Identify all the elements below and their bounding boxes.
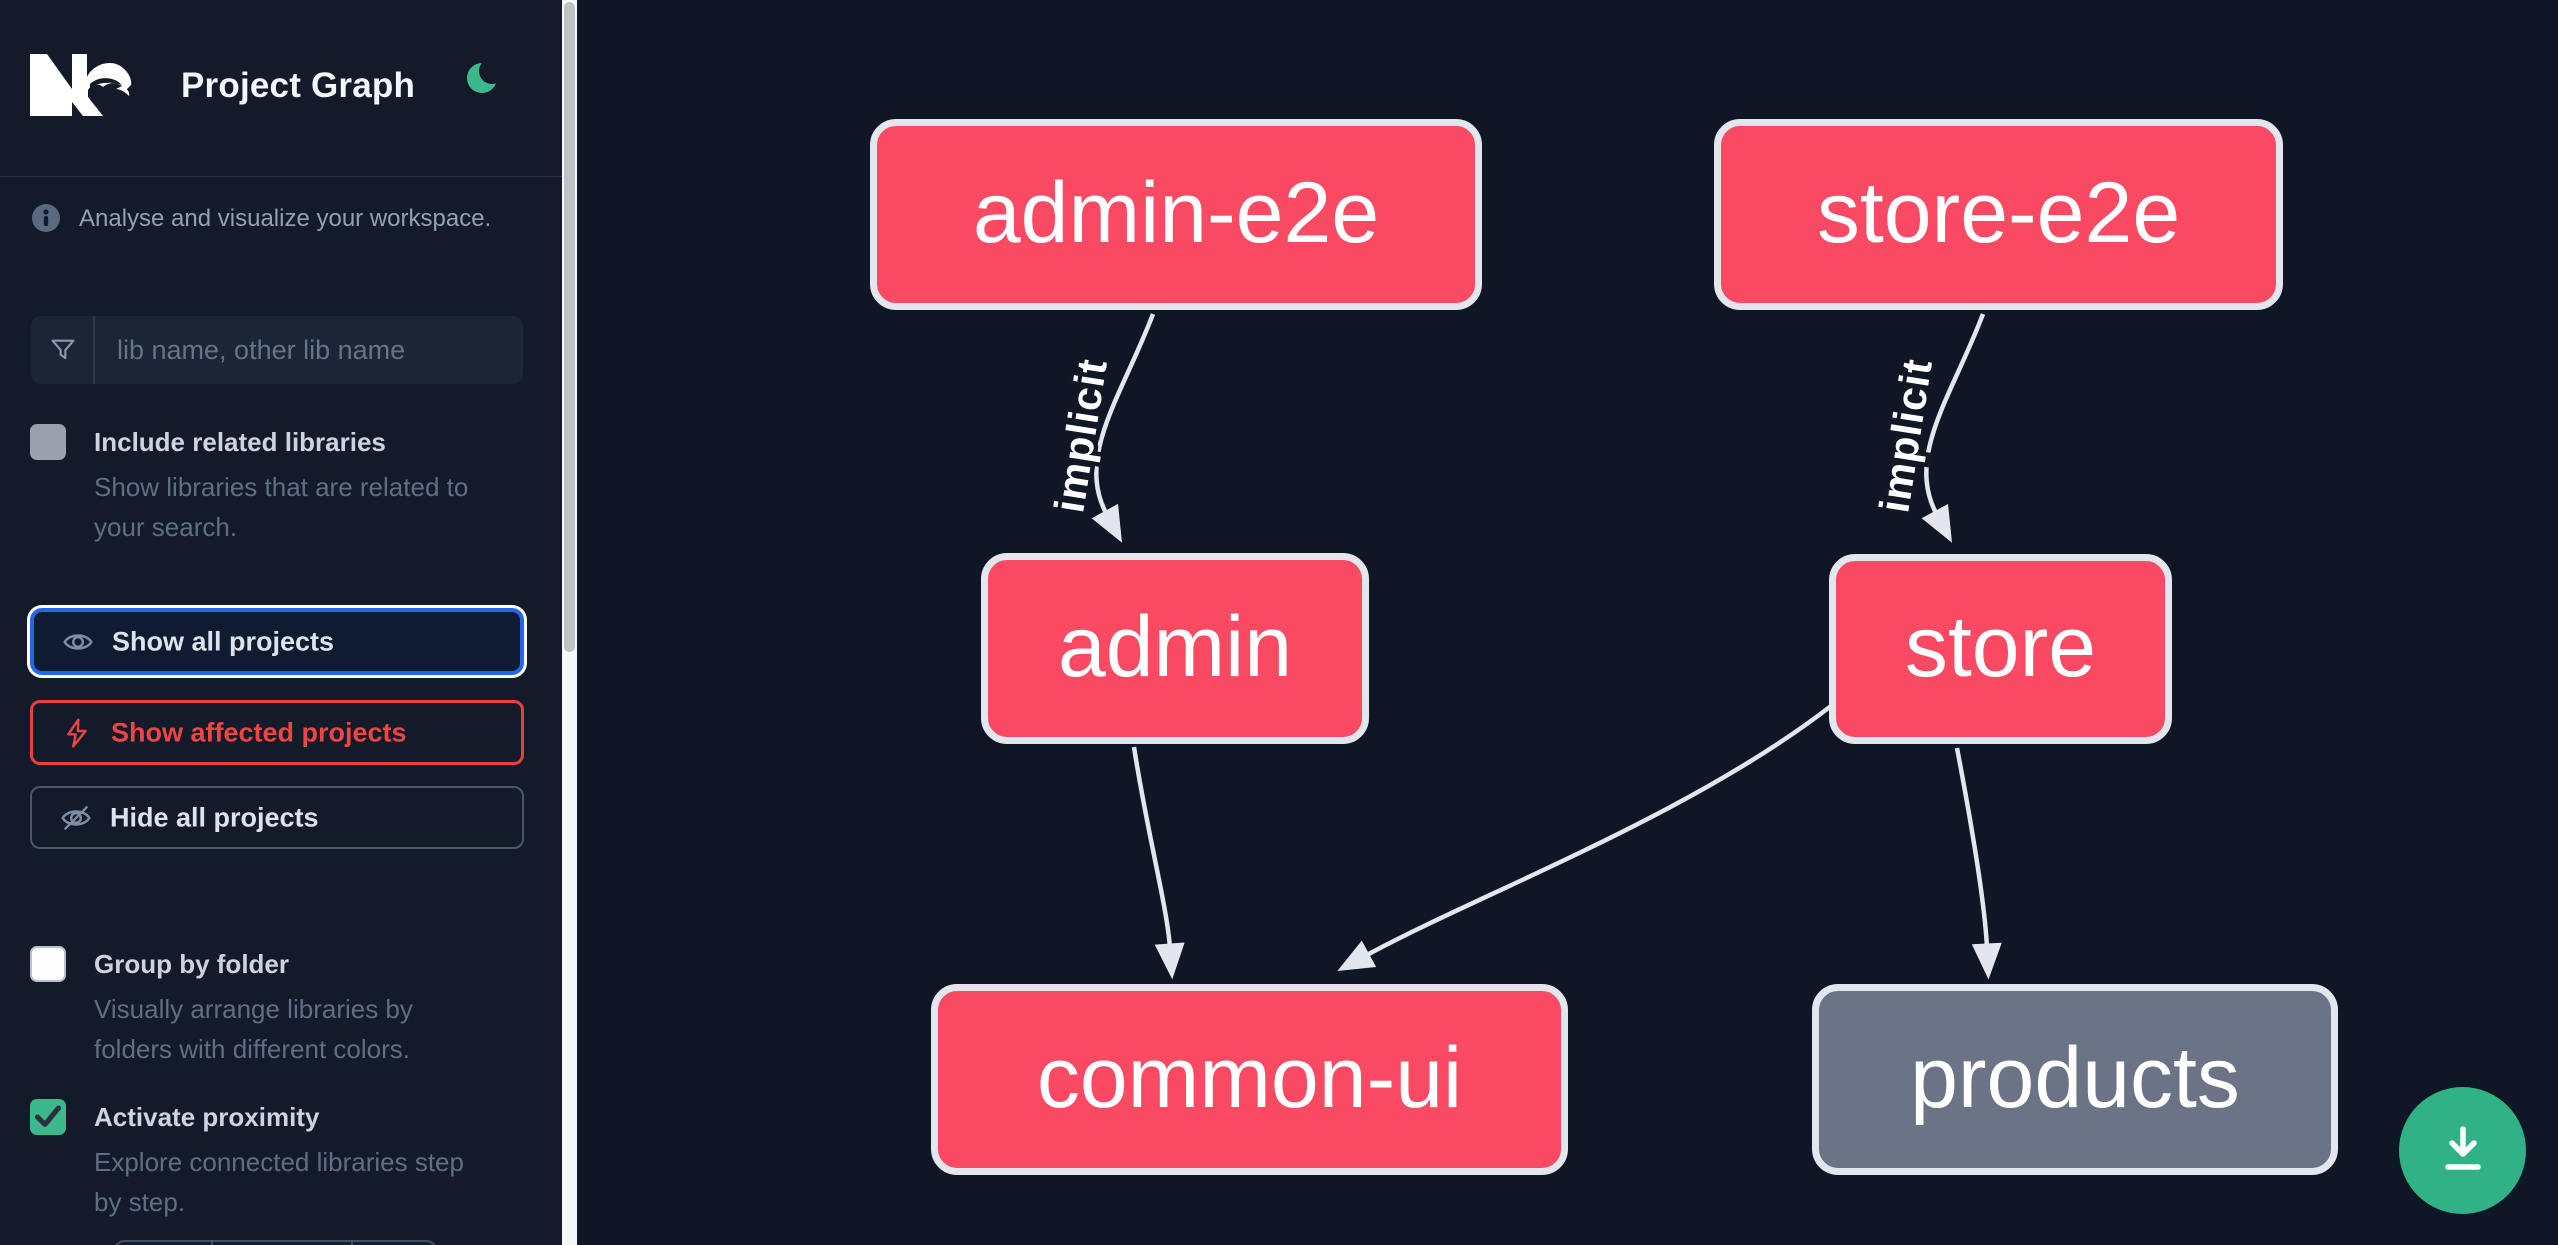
download-graph-button[interactable] <box>2399 1087 2526 1214</box>
node-label: products <box>1910 1029 2240 1126</box>
option-activate-proximity[interactable]: Activate proximity Explore connected lib… <box>30 1099 530 1229</box>
search-box <box>31 316 523 384</box>
nx-logo-icon <box>30 54 132 116</box>
theme-toggle-button[interactable] <box>462 57 506 99</box>
edge-admin-common-ui <box>1131 746 1185 980</box>
download-icon <box>2445 1126 2481 1170</box>
hide-all-projects-button[interactable]: Hide all projects <box>30 786 524 849</box>
edge-store-common-ui <box>1337 704 1833 972</box>
option-description: Show libraries that are related to your … <box>94 472 469 542</box>
checkbox-include-related-libraries[interactable] <box>30 424 66 460</box>
checkbox-activate-proximity[interactable] <box>30 1099 66 1135</box>
button-label: Show all projects <box>112 626 335 656</box>
checkbox-group-by-folder[interactable] <box>30 946 66 982</box>
option-include-related-libraries[interactable]: Include related libraries Show libraries… <box>30 424 530 554</box>
sidebar-scrollbar-thumb[interactable] <box>564 2 575 652</box>
graph-node-store-e2e[interactable]: store-e2e <box>1714 119 2283 310</box>
eye-off-icon <box>60 802 92 834</box>
filter-icon <box>31 316 95 384</box>
graph-node-store[interactable]: store <box>1829 554 2172 744</box>
sidebar-divider <box>0 176 562 177</box>
check-icon <box>34 1105 62 1128</box>
button-label: Hide all projects <box>110 802 319 832</box>
node-label: admin-e2e <box>972 164 1380 261</box>
graph-node-admin[interactable]: admin <box>981 553 1369 744</box>
show-all-projects-button[interactable]: Show all projects <box>30 608 524 675</box>
node-label: common-ui <box>1036 1029 1463 1126</box>
edge-store-e2e-store <box>1921 313 1986 543</box>
node-label: store <box>1904 599 2097 695</box>
graph-node-products[interactable]: products <box>1812 984 2338 1175</box>
edge-admin-e2e-admin <box>1091 313 1156 543</box>
option-description: Visually arrange libraries by folders wi… <box>94 994 413 1064</box>
stepper-divider <box>211 1242 213 1245</box>
node-label: admin <box>1057 598 1293 695</box>
search-input[interactable] <box>97 316 521 384</box>
edge-store-products <box>1954 747 2002 980</box>
option-description: Explore connected libraries step by step… <box>94 1147 464 1217</box>
intro-text: Analyse and visualize your workspace. <box>79 205 492 232</box>
eye-icon <box>62 626 94 658</box>
button-label: Show affected projects <box>111 717 407 747</box>
option-label: Group by folder <box>94 949 289 979</box>
node-label: store-e2e <box>1816 164 2181 261</box>
proximity-stepper[interactable] <box>113 1240 438 1245</box>
option-group-by-folder[interactable]: Group by folder Visually arrange librari… <box>30 946 530 1076</box>
edge-label-implicit: implicit <box>1045 355 1116 515</box>
moon-icon <box>467 58 505 93</box>
bolt-icon <box>61 717 93 749</box>
show-affected-projects-button[interactable]: Show affected projects <box>30 700 524 765</box>
sidebar-scrollbar[interactable] <box>562 0 577 1245</box>
option-label: Activate proximity <box>94 1102 320 1132</box>
graph-node-common-ui[interactable]: common-ui <box>931 984 1568 1175</box>
page-title: Project Graph <box>181 66 416 105</box>
sidebar-header: Project Graph <box>0 0 562 176</box>
sidebar: Project Graph Analyse and visualize your… <box>0 0 562 1245</box>
stepper-divider <box>351 1242 353 1245</box>
graph-node-admin-e2e[interactable]: admin-e2e <box>870 119 1482 310</box>
intro-row: Analyse and visualize your workspace. <box>32 202 532 236</box>
info-icon <box>32 204 60 232</box>
option-label: Include related libraries <box>94 427 386 457</box>
graph-canvas[interactable]: implicit implicit admin-e2e store-e2e ad… <box>577 0 2558 1245</box>
edge-layer: implicit implicit <box>1041 313 2002 980</box>
